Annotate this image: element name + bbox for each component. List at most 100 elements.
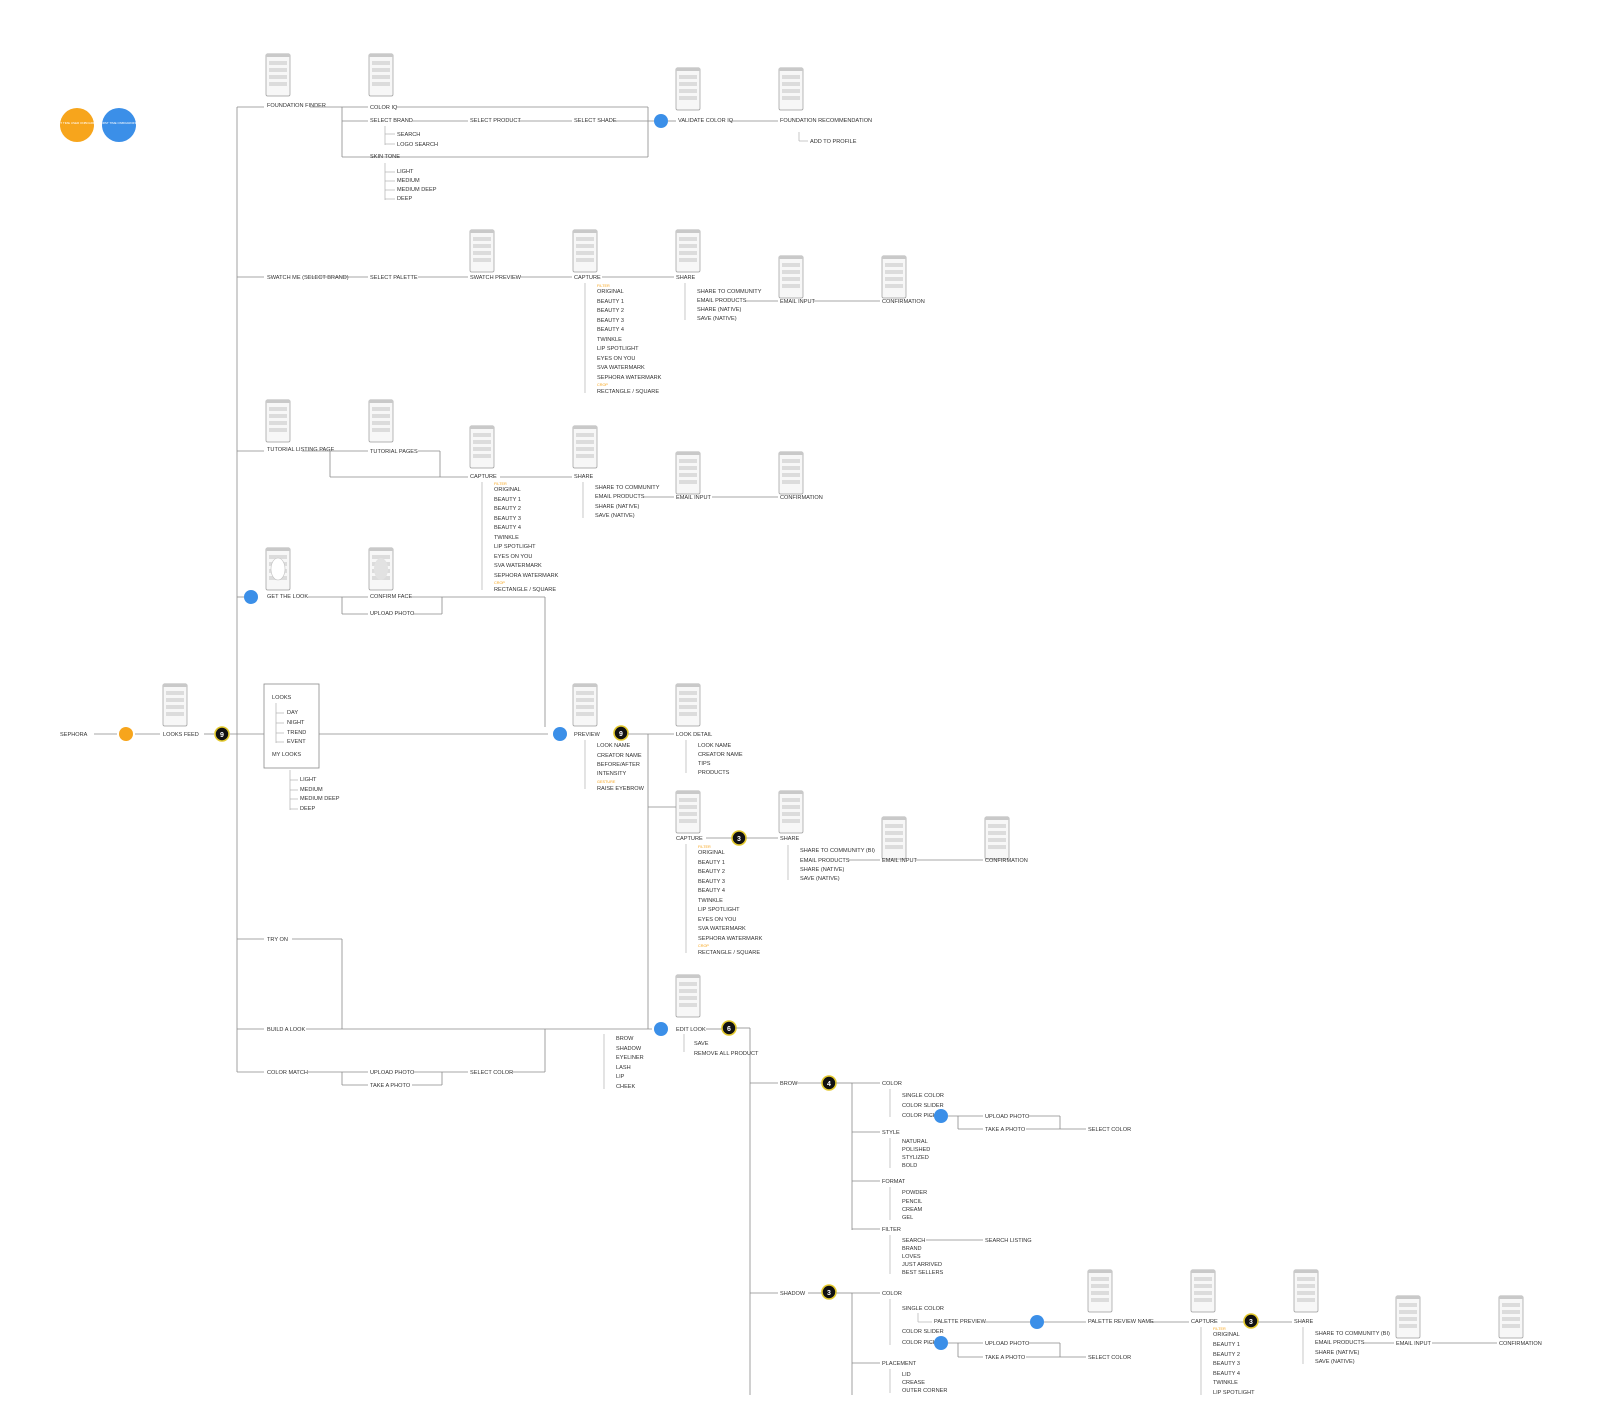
shadow-filter-hint: FILTER — [1213, 1327, 1226, 1331]
tutorial-filter-6: LIP SPOTLIGHT — [494, 544, 536, 550]
swatch-filter-0: ORIGINAL — [597, 289, 624, 295]
capture2-filter-2: BEAUTY 2 — [698, 869, 725, 875]
capture2-filter-7: EYES ON YOU — [698, 917, 736, 923]
add-to-profile: ADD TO PROFILE — [810, 139, 857, 145]
shadow-badge-count: 3 — [827, 1290, 831, 1297]
category-eyeliner: EYELINER — [616, 1055, 644, 1061]
filter-brand: BRAND — [902, 1246, 922, 1252]
tutorial-confirm-label: CONFIRMATION — [780, 495, 823, 501]
category-lip: LIP — [616, 1074, 625, 1080]
save-action: SAVE — [694, 1041, 709, 1047]
cm-select-color: SELECT COLOR — [470, 1070, 513, 1076]
get-look-label: GET THE LOOK — [267, 594, 308, 600]
shadow-color-label: COLOR — [882, 1291, 902, 1297]
looks-filter-box: LOOKS DAY NIGHT TREND EVENT MY LOOKS LIG… — [263, 683, 340, 812]
filter-night: NIGHT — [287, 720, 305, 726]
select-palette-label: SELECT PALETTE — [370, 275, 418, 281]
tutorial-filter-8: SVA WATERMARK — [494, 563, 542, 569]
orange-marker — [119, 727, 133, 741]
swatch-capture-label: CAPTURE — [574, 275, 601, 281]
tutorial-pages-label: TUTORIAL PAGES — [370, 449, 418, 455]
confirm-face-label: CONFIRM FACE — [370, 594, 413, 600]
swatch-section: SWATCH ME (SELECT BRAND) SELECT PALETTE … — [267, 229, 925, 395]
validate-label: VALIDATE COLOR IQ — [678, 118, 734, 124]
capture2-email-screen — [881, 816, 907, 860]
tutorial-share-item-1: EMAIL PRODUCTS — [595, 494, 645, 500]
edit-look-badge-count: 6 — [727, 1026, 731, 1033]
shadow-single-color: SINGLE COLOR — [902, 1306, 944, 1312]
shadow-capture-label: CAPTURE — [1191, 1319, 1218, 1325]
legend: FIRST TIME USER ONBOARDING FIRST TIME ON… — [53, 108, 139, 142]
shadow-capture-badge-count: 3 — [1249, 1319, 1253, 1326]
preview-label: PREVIEW — [574, 732, 601, 738]
category-lash: LASH — [616, 1065, 631, 1071]
tutorial-filter-7: EYES ON YOU — [494, 554, 532, 560]
swatch-confirm-screen — [881, 255, 907, 299]
palette-review-screen — [1087, 1269, 1113, 1313]
tutorial-confirm-screen — [778, 451, 804, 495]
shadow-share-label: SHARE — [1294, 1319, 1314, 1325]
tutorial-filter-9: SEPHORA WATERMARK — [494, 573, 559, 579]
brow-color-picker: COLOR PICKER — [902, 1113, 944, 1119]
preview-screen — [572, 683, 598, 727]
brow-label: BROW — [780, 1081, 798, 1087]
brow-filter-label: FILTER — [882, 1227, 901, 1233]
capture2-confirm-screen — [984, 816, 1010, 860]
capture2-share-item-1: EMAIL PRODUCTS — [800, 858, 850, 864]
tutorial-pages-screen — [368, 399, 394, 443]
preview-item-3: INTENSITY — [597, 771, 626, 777]
shadow-email-screen — [1395, 1295, 1421, 1339]
swatch-share-item-1: EMAIL PRODUCTS — [697, 298, 747, 304]
tutorial-filter-5: TWINKLE — [494, 535, 519, 541]
tutorial-capture-label: CAPTURE — [470, 474, 497, 480]
blue-marker — [934, 1109, 948, 1123]
tutorial-crop-hint: CROP — [494, 581, 505, 585]
try-on-section: TRY ON — [267, 937, 343, 1029]
brow-take-photo: TAKE A PHOTO — [985, 1127, 1026, 1133]
swatch-filter-8: SVA WATERMARK — [597, 365, 645, 371]
filter-just-arrived: JUST ARRIVED — [902, 1262, 942, 1268]
color-match-label: COLOR MATCH — [267, 1070, 308, 1076]
capture2-filter-hint: FILTER — [698, 845, 711, 849]
shadow-take-photo: TAKE A PHOTO — [985, 1355, 1026, 1361]
blue-legend-dot — [102, 108, 136, 142]
tutorial-email-screen — [675, 451, 701, 495]
looks-title: LOOKS — [272, 695, 292, 701]
brow-upload-photo: UPLOAD PHOTO — [985, 1114, 1030, 1120]
shadow-share-item-2: SHARE (NATIVE) — [1315, 1350, 1359, 1356]
skin-tone-deep: DEEP — [397, 196, 413, 202]
preview-item-2: BEFORE/AFTER — [597, 762, 640, 768]
capture2-confirm-label: CONFIRMATION — [985, 858, 1028, 864]
shadow-capture-0: ORIGINAL — [1213, 1332, 1240, 1338]
tutorial-filter-1: BEAUTY 1 — [494, 497, 521, 503]
swatch-filter-hint: FILTER — [597, 284, 610, 288]
capture2-badge-count: 3 — [737, 836, 741, 843]
blue-marker — [1030, 1315, 1044, 1329]
gesture-hint: GESTURE — [597, 780, 616, 784]
capture2-filter-0: ORIGINAL — [698, 850, 725, 856]
foundation-finder-screen — [265, 53, 291, 97]
brow-badge-count: 4 — [827, 1081, 831, 1088]
edit-look-label: EDIT LOOK — [676, 1027, 706, 1033]
build-a-look-label: BUILD A LOOK — [267, 1027, 306, 1033]
filter-best-sellers: BEST SELLERS — [902, 1270, 944, 1276]
orange-legend-dot — [60, 108, 94, 142]
look-detail-screen — [675, 683, 701, 727]
detail-item-0: LOOK NAME — [698, 743, 732, 749]
style-natural: NATURAL — [902, 1139, 928, 1145]
brow-color-label: COLOR — [882, 1081, 902, 1087]
capture2-email-label: EMAIL INPUT — [882, 858, 917, 864]
tutorial-filter-4: BEAUTY 4 — [494, 525, 521, 531]
swatch-crop: RECTANGLE / SQUARE — [597, 389, 659, 395]
skin-tone-light: LIGHT — [397, 169, 414, 175]
shadow-label: SHADOW — [780, 1291, 806, 1297]
category-cheek: CHEEK — [616, 1084, 636, 1090]
swatch-share-item-0: SHARE TO COMMUNITY — [697, 289, 762, 295]
filter-loves: LOVES — [902, 1254, 921, 1260]
blue-marker — [654, 1022, 668, 1036]
swatch-confirm-label: CONFIRMATION — [882, 299, 925, 305]
skin-medium-deep: MEDIUM DEEP — [300, 796, 340, 802]
blue-legend-label: FIRST TIME ONBOARDING — [100, 121, 139, 125]
tutorial-filter-2: BEAUTY 2 — [494, 506, 521, 512]
capture2-share-item-3: SAVE (NATIVE) — [800, 876, 840, 882]
